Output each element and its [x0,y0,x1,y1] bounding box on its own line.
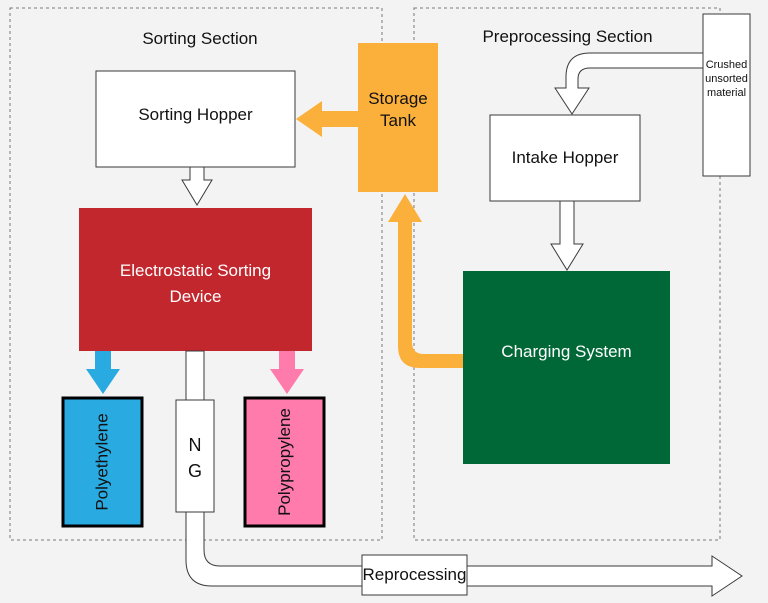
ng-to-reprocessing-arrow [185,511,743,597]
preprocessing-section-border [413,7,721,541]
reprocessing-label-box [361,554,468,596]
intake-hopper-label: Intake Hopper [511,148,619,167]
sorting-hopper-label: Sorting Hopper [138,105,253,124]
sorting-section-border [9,7,383,541]
intake-to-charging-arrow [550,200,584,271]
device-to-polypropylene-arrow [270,351,304,394]
reprocessing-label: Reprocessing [362,565,467,584]
hopper-to-device-arrow [181,166,213,206]
charging-system-label: Charging System [501,342,632,361]
polyethylene-label: Polyethylene [92,413,112,511]
electrostatic-device-box [79,208,312,351]
sorting-section-title: Sorting Section [142,29,258,48]
preprocessing-section-title: Preprocessing Section [482,27,653,46]
charging-to-tank-arrow [388,194,463,368]
crushed-material-label: Crushed unsorted material [705,59,748,99]
storage-tank-label: Storage Tank [368,89,428,130]
polyethylene-label-wrap: Polyethylene [63,398,142,526]
material-to-intake-arrow [554,52,704,115]
storage-tank-box [358,43,438,192]
electrostatic-device-label: Electrostatic Sorting Device [119,261,272,306]
tank-to-hopper-arrow [296,101,358,137]
ng-label: N G [187,435,202,481]
charging-system-box [463,271,670,464]
crushed-material-box [702,13,751,177]
polypropylene-label: Polypropylene [274,408,294,516]
polyethylene-bin [61,396,144,528]
polypropylene-label-wrap: Polypropylene [245,398,324,526]
device-to-polyethylene-arrow [86,351,120,394]
ng-chute [175,399,215,513]
polypropylene-bin [243,396,326,528]
sorting-hopper-box [95,70,296,168]
device-to-ng-connector [185,350,205,401]
